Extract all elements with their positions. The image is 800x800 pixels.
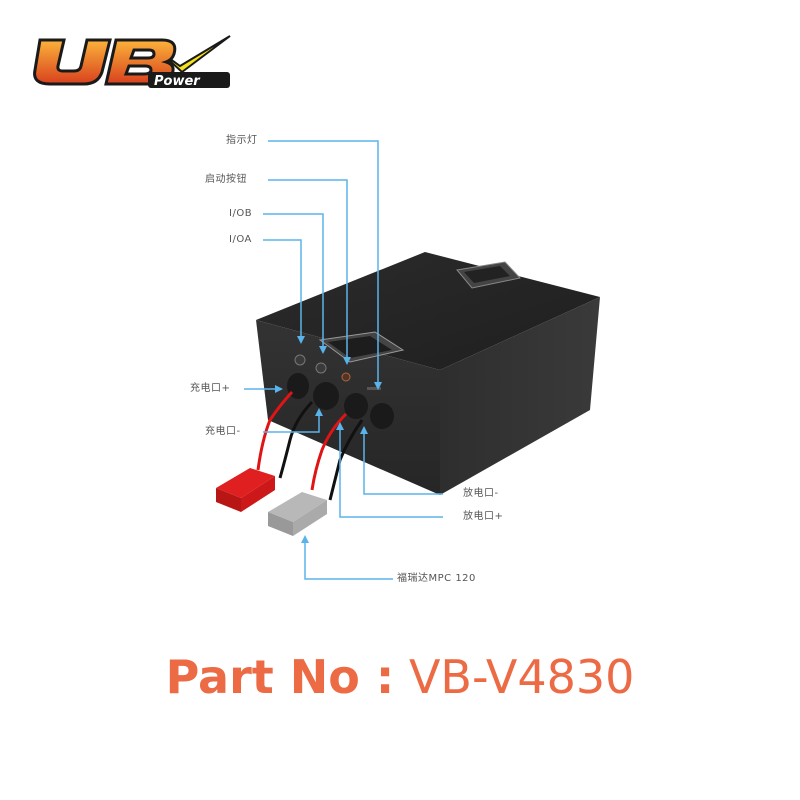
label-start-button: 启动按钮	[205, 174, 247, 185]
label-indicator-light: 指示灯	[226, 135, 258, 146]
part-number-label: Part No :	[165, 650, 395, 704]
label-charge-port-negative: 充电口-	[205, 426, 241, 437]
label-discharge-port-negative: 放电口-	[463, 488, 499, 499]
battery-diagram: 指示灯 启动按钮 I/OB I/OA 充电口+ 充电口- 放电口- 放电口+ 福…	[190, 135, 600, 584]
ub-power-logo: Power	[30, 30, 240, 90]
logo-graphic: Power	[33, 35, 231, 89]
label-discharge-port-positive: 放电口+	[463, 511, 504, 522]
part-number-value: VB-V4830	[408, 650, 635, 704]
label-io-a: I/OA	[229, 234, 252, 245]
part-number-caption: Part No : VB-V4830	[0, 650, 800, 704]
battery-illustration	[216, 140, 600, 580]
label-mpc120-connector: 福瑞达MPC 120	[397, 573, 476, 584]
svg-text:Power: Power	[154, 74, 201, 89]
label-charge-port-positive: 充电口+	[190, 383, 231, 394]
label-io-b: I/OB	[229, 208, 253, 219]
